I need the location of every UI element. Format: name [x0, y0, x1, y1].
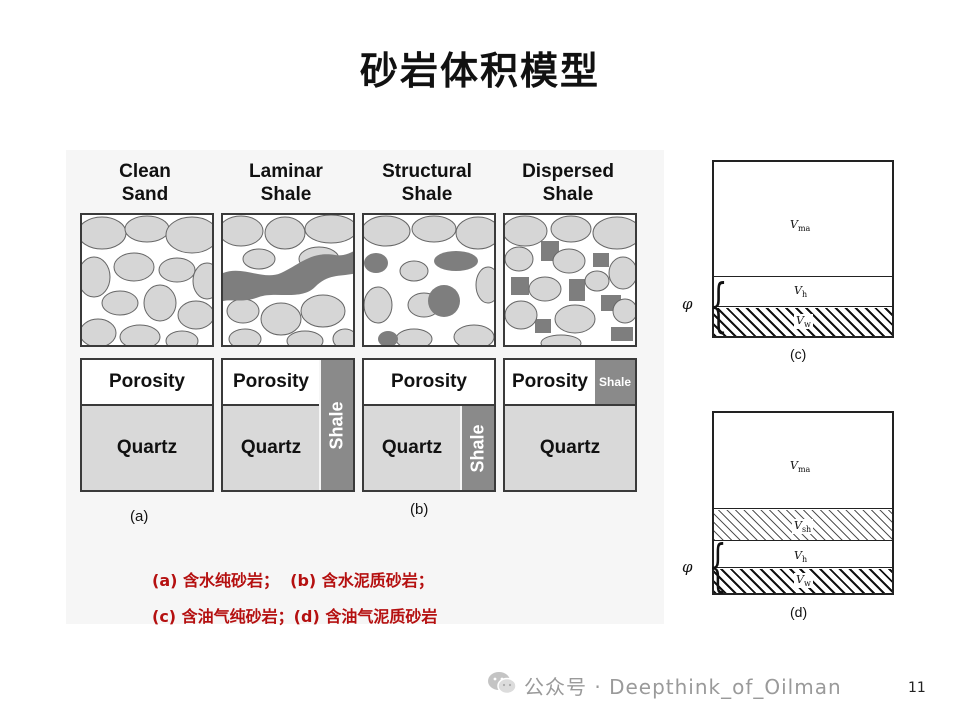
- caption-line-1: (a) 含水纯砂岩； (b) 含水泥质砂岩；: [152, 571, 434, 590]
- column-title-text: Clean Sand: [119, 161, 171, 205]
- v-ma-label: Vma: [790, 459, 811, 475]
- matrix-region: [714, 413, 892, 509]
- column-title-dispersed-shale: Dispersed Shale: [498, 160, 638, 206]
- v-h-label: Vh: [794, 549, 808, 565]
- slide-title: 砂岩体积模型: [359, 49, 600, 93]
- column-title-laminar-shale: Laminar Shale: [216, 160, 356, 206]
- volume-laminar-shale: Porosity Quartz Shale: [221, 358, 355, 492]
- grain-texture-structural-shale: [362, 213, 496, 347]
- quartz-label: Quartz: [381, 437, 443, 458]
- brace-d: {: [708, 534, 727, 599]
- v-ma-label: Vma: [790, 218, 811, 234]
- porosity-label: Porosity: [108, 371, 186, 392]
- hydrocarbon-region: [714, 542, 892, 568]
- column-title-text: Structural Shale: [382, 161, 472, 205]
- panel-c: Vma Vh Vw: [712, 160, 894, 338]
- grain-texture-dispersed-shale: [503, 213, 637, 347]
- shale-label: Shale: [467, 423, 488, 473]
- phi-label-c: φ: [682, 295, 693, 313]
- column-title-text: Dispersed Shale: [522, 161, 614, 205]
- porosity-cell: Porosity: [82, 360, 212, 406]
- volume-structural-shale: Porosity Quartz Shale: [362, 358, 496, 492]
- quartz-cell: Quartz: [505, 406, 635, 490]
- quartz-cell: Quartz: [223, 406, 319, 490]
- column-title-text: Laminar Shale: [249, 161, 323, 205]
- grain-illustration: [505, 215, 635, 345]
- v-w-label: Vw: [794, 573, 813, 589]
- shale-cell: Shale: [321, 360, 353, 490]
- quartz-cell: Quartz: [364, 406, 460, 490]
- v-w-label: Vw: [794, 314, 813, 330]
- caption-line-2: (c) 含油气纯砂岩；(d) 含油气泥质砂岩: [152, 607, 438, 626]
- phi-label-d: φ: [682, 558, 693, 576]
- sublabel-a: (a): [130, 508, 149, 525]
- grain-illustration: [223, 215, 353, 345]
- panel-d-label: (d): [790, 604, 808, 620]
- hydrocarbon-region: [714, 277, 892, 307]
- page-number: 11: [908, 680, 926, 696]
- v-h-label: Vh: [794, 284, 808, 300]
- porosity-label: Porosity: [390, 371, 468, 392]
- footer-text: 公众号 · Deepthink_of_Oilman: [524, 675, 842, 699]
- footer-watermark: 公众号 · Deepthink_of_Oilman: [524, 671, 842, 700]
- porosity-label: Porosity: [511, 371, 589, 392]
- porosity-cell: Porosity: [505, 360, 595, 406]
- quartz-label: Quartz: [539, 437, 601, 458]
- shale-cell: Shale: [462, 406, 494, 490]
- grain-texture-laminar-shale: [221, 213, 355, 347]
- shale-label: Shale: [598, 375, 631, 389]
- grain-texture-clean-sand: [80, 213, 214, 347]
- porosity-cell: Porosity: [364, 360, 494, 406]
- wechat-icon: [488, 672, 517, 695]
- shale-cell: Shale: [595, 360, 635, 406]
- brace-c: {: [709, 271, 728, 339]
- quartz-cell: Quartz: [82, 406, 212, 490]
- volume-dispersed-shale: Porosity Shale Quartz: [503, 358, 637, 492]
- volume-clean-sand: Porosity Quartz: [80, 358, 214, 492]
- quartz-label: Quartz: [116, 437, 178, 458]
- sublabel-b: (b): [410, 501, 429, 518]
- porosity-label: Porosity: [232, 371, 310, 392]
- grain-illustration: [364, 215, 494, 345]
- column-title-structural-shale: Structural Shale: [357, 160, 497, 206]
- column-title-clean-sand: Clean Sand: [75, 160, 215, 206]
- panel-d: Vma Vsh Vh Vw: [712, 411, 894, 595]
- porosity-cell: Porosity: [223, 360, 319, 406]
- shale-label: Shale: [326, 400, 347, 450]
- grain-illustration: [82, 215, 212, 345]
- quartz-label: Quartz: [240, 437, 302, 458]
- v-sh-label: Vsh: [792, 519, 814, 535]
- matrix-region: [714, 162, 892, 277]
- panel-c-label: (c): [790, 346, 807, 362]
